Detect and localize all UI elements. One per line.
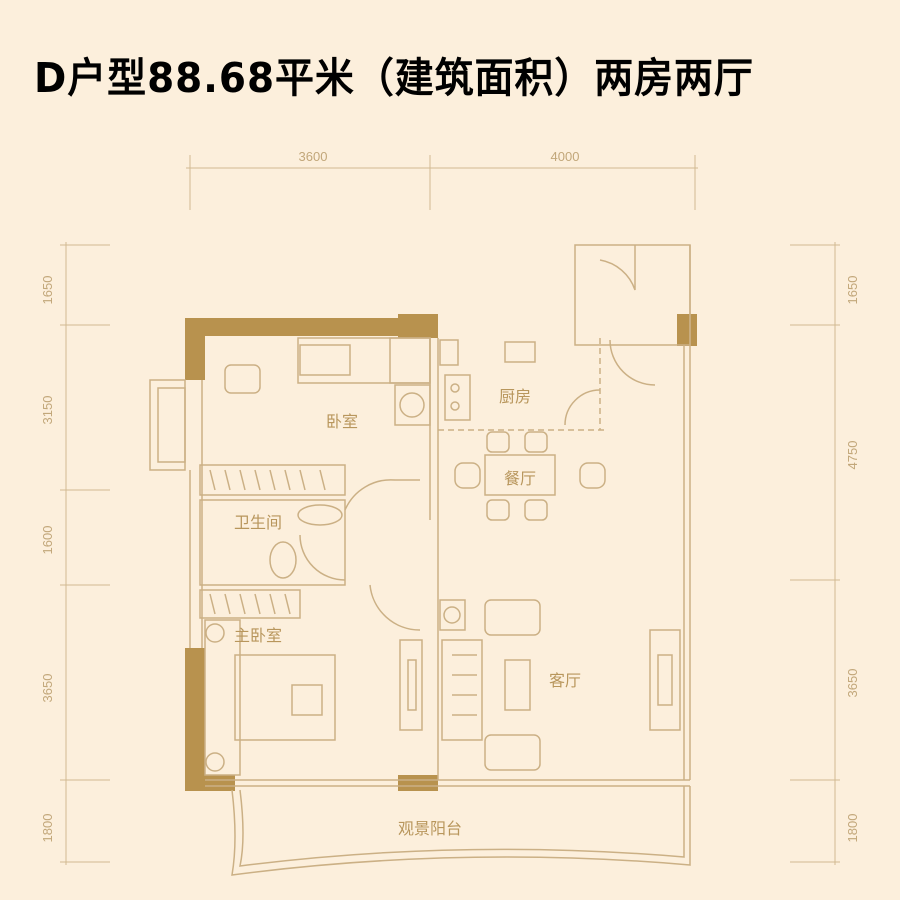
dim-right-2: 4750 <box>845 441 860 470</box>
room-label-master-bedroom: 主卧室 <box>234 626 282 645</box>
room-label-living-room: 客厅 <box>549 671 581 690</box>
walls <box>149 244 697 791</box>
left-dimension: 1650 3150 1600 3650 1800 <box>40 242 110 865</box>
dim-left-2: 3150 <box>40 396 55 425</box>
dim-right-4: 1800 <box>845 814 860 843</box>
room-label-balcony: 观景阳台 <box>398 819 462 838</box>
room-label-kitchen: 厨房 <box>499 387 531 406</box>
room-label-bathroom: 卫生间 <box>234 513 282 532</box>
dim-left-1: 1650 <box>40 276 55 305</box>
dim-left-3: 1600 <box>40 526 55 555</box>
dim-top-2: 4000 <box>551 149 580 164</box>
partitions <box>199 245 691 876</box>
page-title: D户型88.68平米（建筑面积）两房两厅 <box>34 54 754 102</box>
room-label-dining: 餐厅 <box>504 469 536 488</box>
right-dimension: 1650 4750 3650 1800 <box>790 242 860 865</box>
dim-right-1: 1650 <box>845 276 860 305</box>
dim-left-4: 3650 <box>40 674 55 703</box>
dim-left-5: 1800 <box>40 814 55 843</box>
dim-top-1: 3600 <box>299 149 328 164</box>
dim-right-3: 3650 <box>845 669 860 698</box>
room-label-bedroom: 卧室 <box>326 412 358 431</box>
top-dimension: 3600 4000 <box>186 149 698 210</box>
